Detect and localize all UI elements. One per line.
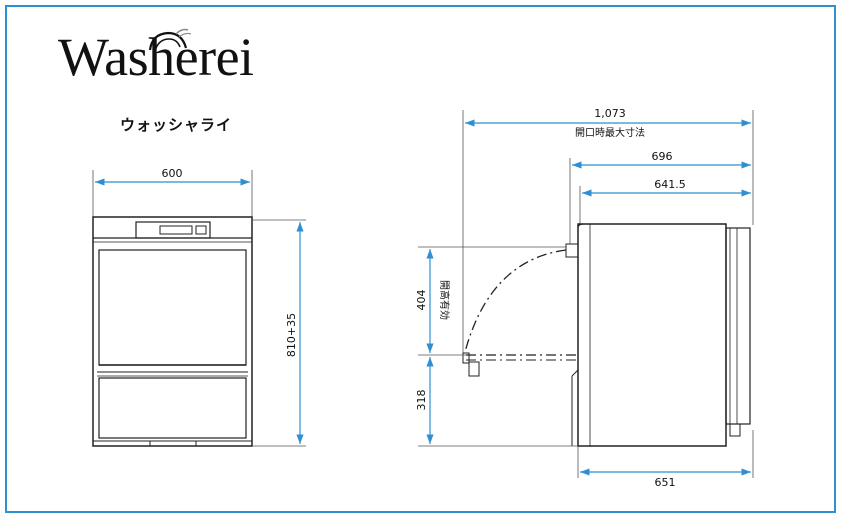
dim-641-label: 641.5	[654, 178, 686, 191]
brand-logo: Washerei	[58, 27, 254, 87]
dim-404-label: 404	[415, 290, 428, 311]
height-label: 810+35	[285, 313, 298, 357]
front-view: 600 810+35	[92, 167, 306, 447]
lower-panel	[98, 377, 247, 439]
dim-404-note: 開高有効	[438, 280, 451, 320]
side-body	[577, 223, 727, 447]
dim-318-label: 318	[415, 390, 428, 411]
dim-1073-label: 1,073	[594, 107, 626, 120]
dim-651-label: 651	[655, 476, 676, 489]
door-swing-arc	[464, 249, 567, 353]
front-door	[98, 249, 247, 366]
drawing-frame	[5, 5, 836, 513]
door-handle	[565, 243, 579, 258]
dim-1073-note: 開口時最大寸法	[575, 126, 645, 139]
brand-subtitle: ウォッシャライ	[120, 116, 233, 134]
dim-696-label: 696	[652, 150, 673, 163]
open-door-handle	[468, 361, 480, 377]
width-label: 600	[162, 167, 183, 180]
dish-logo-icon	[148, 28, 192, 51]
control-panel	[135, 221, 211, 239]
front-body	[92, 216, 253, 447]
side-view: 1,073 開口時最大寸法 696 641.5 651	[415, 107, 754, 489]
